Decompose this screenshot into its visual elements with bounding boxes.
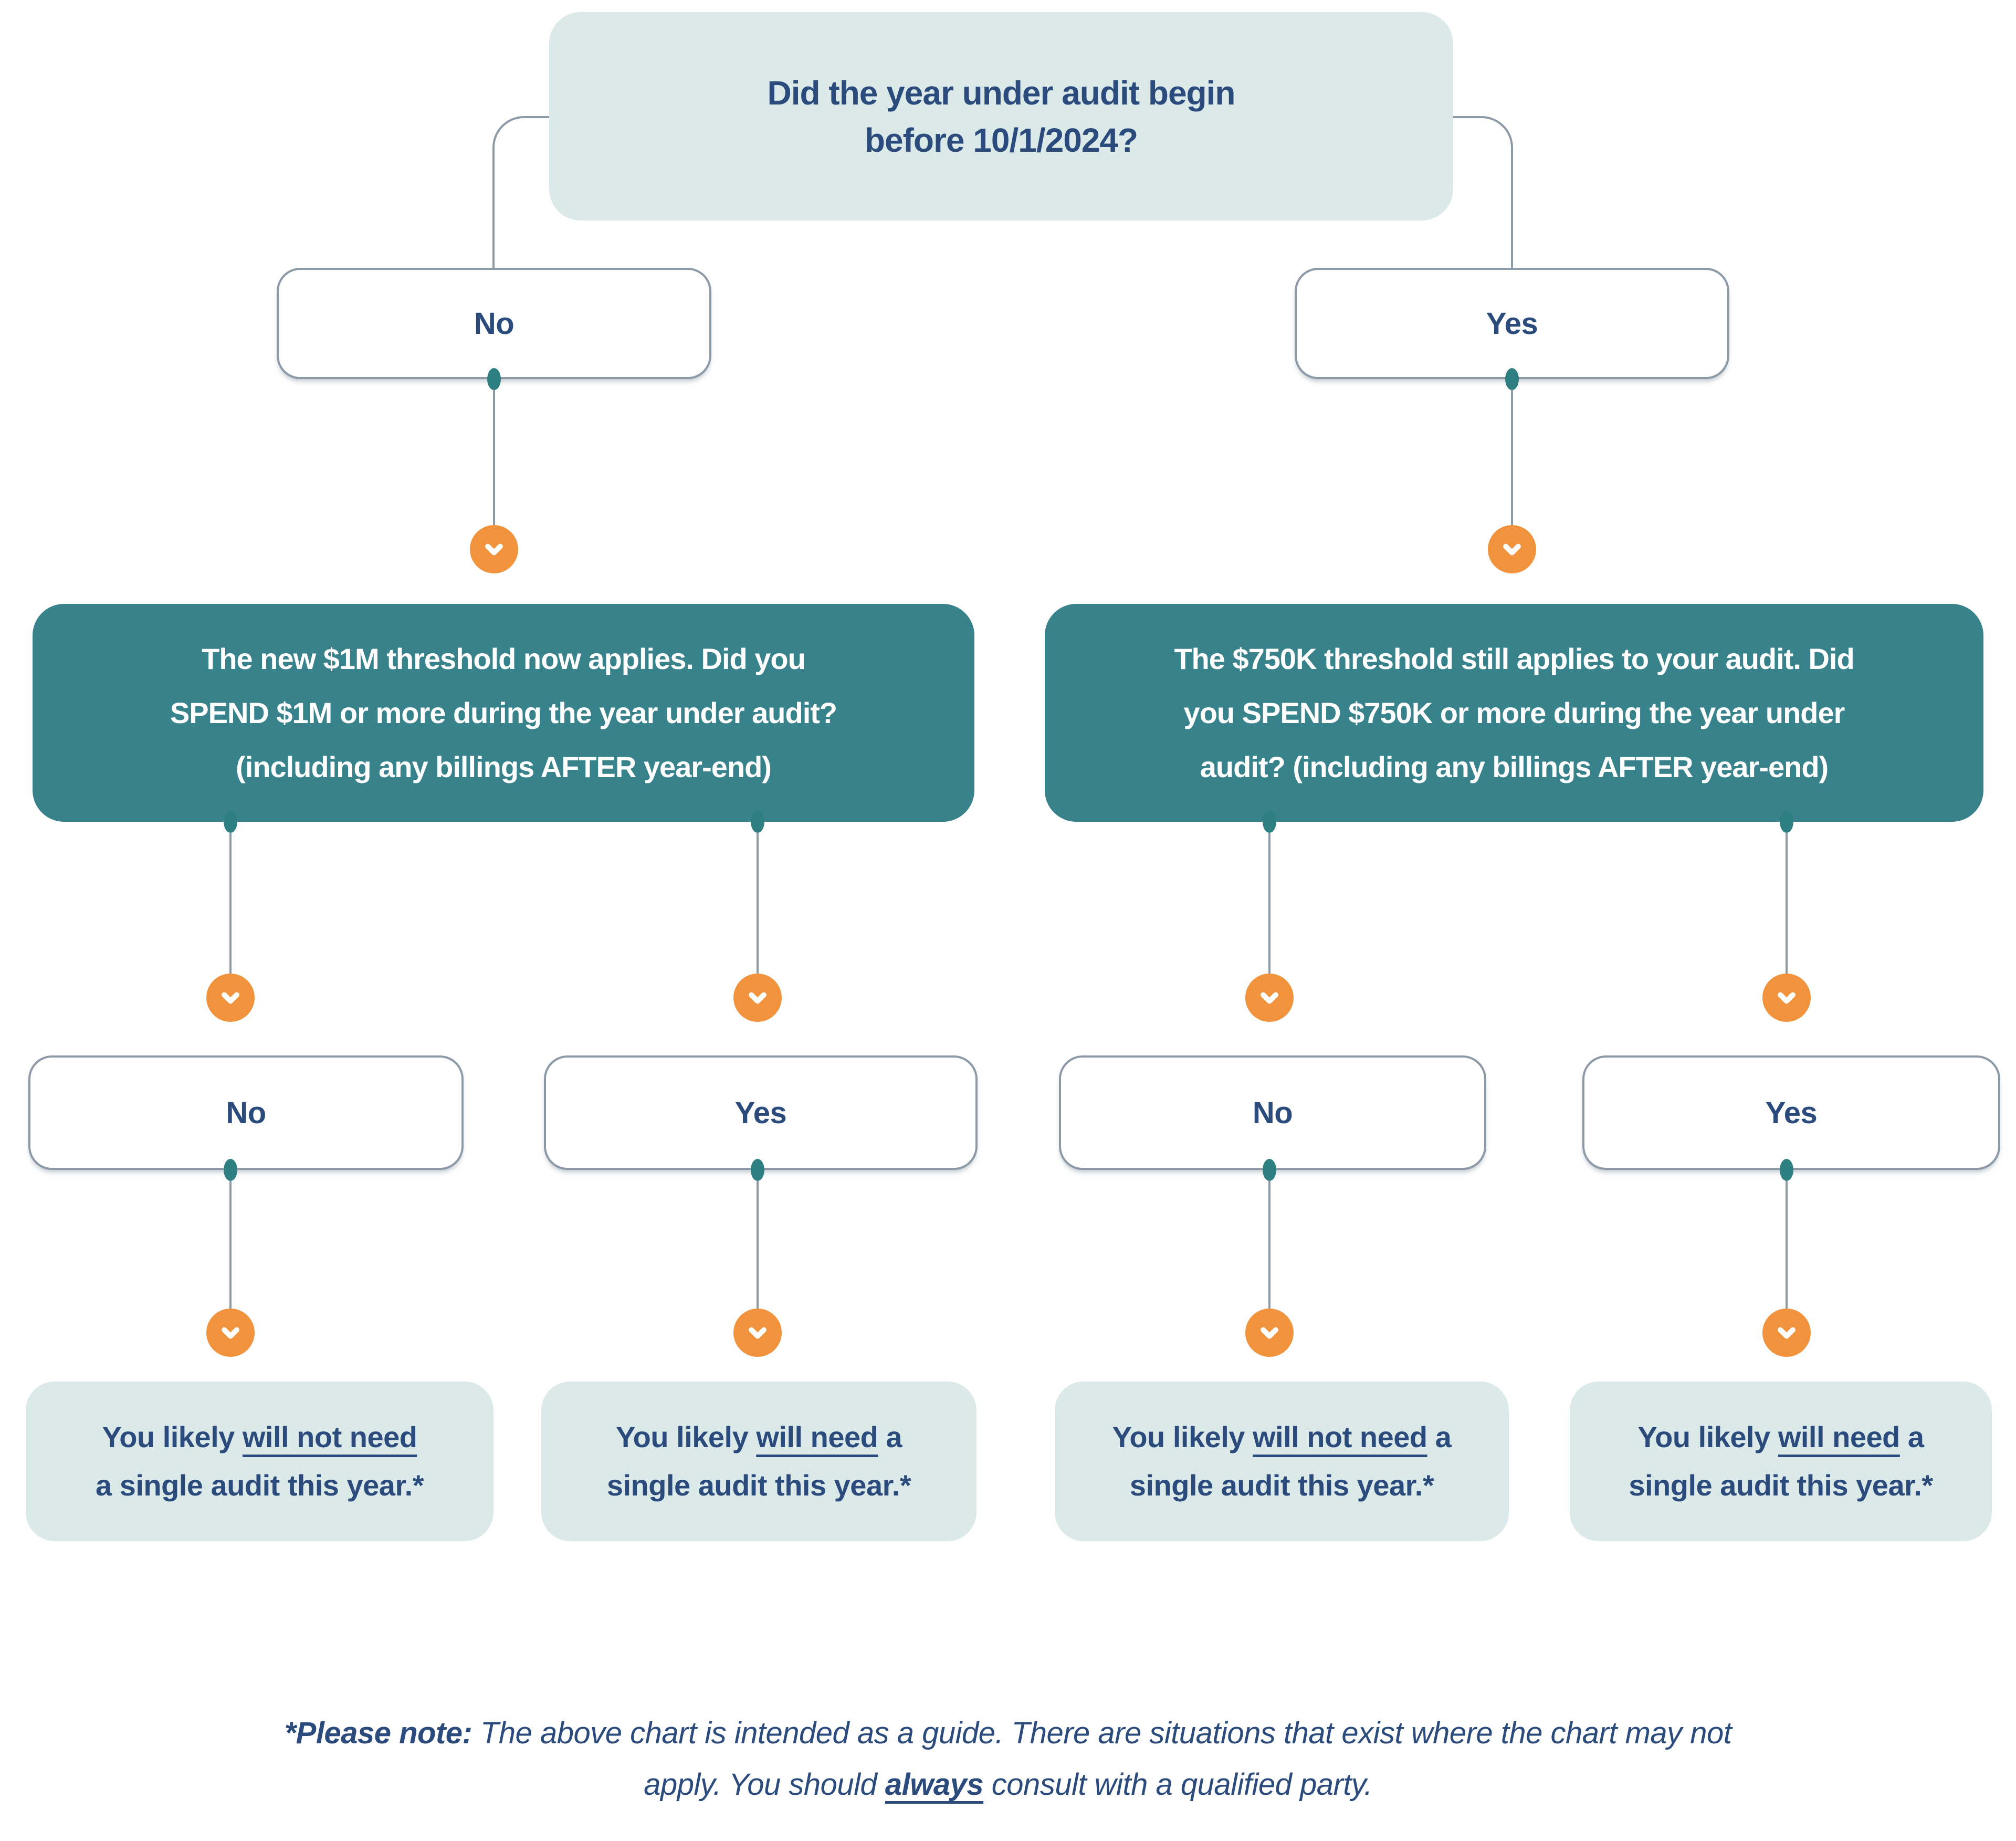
result-underlined-text: will need (1778, 1420, 1900, 1453)
connector-line (1786, 1181, 1788, 1309)
chevron-down-icon (1261, 992, 1278, 1004)
result-line2: single audit this year.* (606, 1469, 911, 1502)
connector-dot (1780, 811, 1793, 833)
chevron-down-icon (222, 992, 239, 1004)
connector-line (757, 1181, 759, 1309)
arrow-marker (1762, 974, 1811, 1022)
level1-no-box: No (277, 268, 711, 379)
chevron-down-icon (1778, 992, 1796, 1004)
connector-dot (487, 368, 501, 390)
connector-line (1786, 833, 1788, 974)
level1-yes-label: Yes (1486, 306, 1538, 341)
yes-branch-question-line1: The $750K threshold still applies to you… (1174, 642, 1854, 675)
yes-branch-question-box: The $750K threshold still applies to you… (1045, 604, 1983, 822)
chevron-down-icon (1778, 1327, 1796, 1339)
connector-line (229, 833, 232, 974)
arrow-marker (206, 974, 255, 1022)
connector-line (1268, 1181, 1270, 1309)
connector-dot (1780, 1159, 1793, 1181)
level2-label: Yes (1765, 1095, 1818, 1130)
result-line1: You likely will need a (1637, 1420, 1924, 1453)
level2-yes-box-2: Yes (1582, 1055, 2000, 1170)
connector-line (1268, 833, 1270, 974)
yes-branch-question-line3: audit? (including any billings AFTER yea… (1200, 750, 1829, 783)
connector-dot (1263, 811, 1276, 833)
arrow-marker (1245, 1309, 1294, 1357)
connector-dot (751, 811, 764, 833)
no-branch-question-line1: The new $1M threshold now applies. Did y… (202, 642, 806, 675)
chevron-down-icon (485, 543, 503, 556)
chevron-down-icon (749, 1327, 766, 1339)
arrow-marker (206, 1309, 255, 1357)
result-box-1: You likely will not need a single audit … (26, 1382, 494, 1541)
connector-line (493, 390, 495, 525)
connector-dot (224, 1159, 237, 1181)
result-line2: single audit this year.* (1629, 1469, 1933, 1502)
chevron-down-icon (222, 1327, 239, 1339)
arrow-marker (1488, 525, 1536, 573)
no-branch-question-line2: SPEND $1M or more during the year under … (170, 696, 837, 729)
chevron-down-icon (1503, 543, 1521, 556)
level2-label: No (226, 1095, 266, 1130)
level2-label: No (1252, 1095, 1293, 1130)
level1-yes-box: Yes (1295, 268, 1729, 379)
footnote-line1: *Please note: The above chart is intende… (284, 1716, 1732, 1750)
arrow-marker (1245, 974, 1294, 1022)
result-line2: single audit this year.* (1129, 1469, 1434, 1502)
level2-label: Yes (734, 1095, 787, 1130)
footnote: *Please note: The above chart is intende… (0, 1708, 2016, 1811)
arrow-marker (470, 525, 518, 573)
result-line1: You likely will need a (615, 1420, 902, 1453)
result-box-4: You likely will need a single audit this… (1570, 1382, 1992, 1541)
result-underlined-text: will need (756, 1420, 878, 1453)
connector-line (1511, 390, 1513, 525)
level2-yes-box-1: Yes (544, 1055, 978, 1170)
no-branch-question-line3: (including any billings AFTER year-end) (236, 750, 772, 783)
level1-no-label: No (474, 306, 514, 341)
connector-dot (1263, 1159, 1276, 1181)
footnote-line2: apply. You should always consult with a … (644, 1767, 1372, 1802)
result-underlined-text: will not need (242, 1420, 417, 1453)
arrow-marker (733, 974, 782, 1022)
connector-dot (224, 811, 237, 833)
connector-root-to-no (492, 116, 550, 273)
connector-line (757, 833, 759, 974)
yes-branch-question-line2: you SPEND $750K or more during the year … (1183, 696, 1845, 729)
result-box-2: You likely will need a single audit this… (541, 1382, 976, 1541)
result-line1: You likely will not need (102, 1420, 417, 1453)
connector-dot (751, 1159, 764, 1181)
root-question-box: Did the year under audit begin before 10… (549, 12, 1453, 221)
result-line1: You likely will not need a (1112, 1420, 1452, 1453)
result-box-3: You likely will not need a single audit … (1055, 1382, 1509, 1541)
root-question-line1: Did the year under audit begin (767, 74, 1236, 112)
root-question-line2: before 10/1/2024? (864, 121, 1138, 159)
connector-dot (1505, 368, 1519, 390)
result-line2: a single audit this year.* (95, 1469, 424, 1502)
footnote-always-emphasis: always (885, 1767, 984, 1802)
chevron-down-icon (1261, 1327, 1278, 1339)
level2-no-box-1: No (28, 1055, 464, 1170)
arrow-marker (733, 1309, 782, 1357)
level2-no-box-2: No (1059, 1055, 1486, 1170)
connector-line (229, 1181, 232, 1309)
result-underlined-text: will not need (1253, 1420, 1427, 1453)
connector-root-to-yes (1452, 116, 1513, 273)
chevron-down-icon (749, 992, 766, 1004)
footnote-bold-prefix: *Please note: (284, 1716, 472, 1750)
arrow-marker (1762, 1309, 1811, 1357)
no-branch-question-box: The new $1M threshold now applies. Did y… (33, 604, 974, 822)
